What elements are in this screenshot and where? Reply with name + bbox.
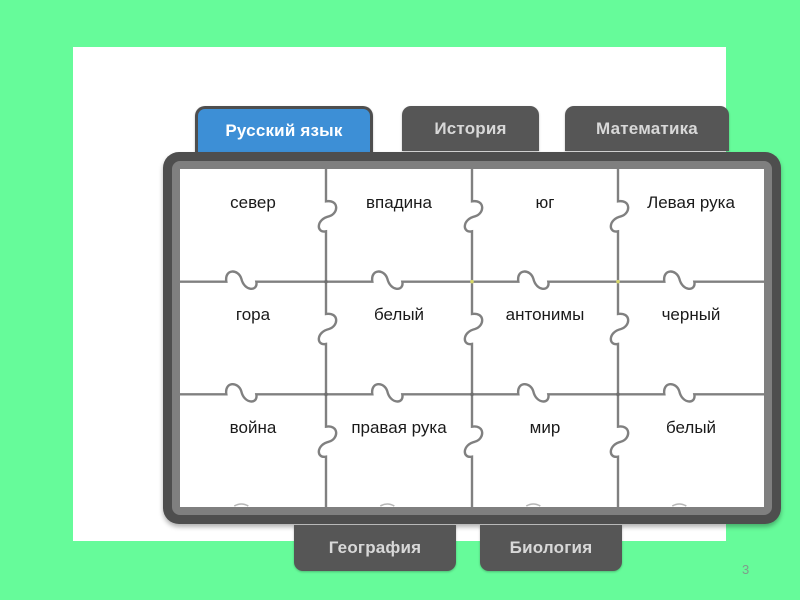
puzzle-separator bbox=[609, 169, 630, 283]
puzzle-separator bbox=[180, 383, 328, 403]
tab-history[interactable]: История bbox=[402, 106, 539, 151]
puzzle-joint-dot bbox=[616, 392, 620, 397]
puzzle-joint-dot bbox=[324, 279, 328, 284]
puzzle-separator bbox=[463, 169, 484, 283]
puzzle-separator bbox=[463, 393, 484, 507]
tab-label: Русский язык bbox=[225, 120, 343, 140]
puzzle-separator bbox=[470, 270, 620, 290]
puzzle-separator bbox=[324, 383, 474, 403]
puzzle-separator bbox=[609, 280, 630, 396]
tab-geography[interactable]: География bbox=[294, 525, 456, 571]
puzzle-separator bbox=[317, 169, 338, 283]
puzzle-joint-dot bbox=[616, 279, 620, 284]
tab-russian-language[interactable]: Русский язык bbox=[195, 106, 373, 152]
puzzle-grid-lines bbox=[180, 169, 764, 507]
tab-label: География bbox=[328, 538, 422, 557]
puzzle-edge-nub bbox=[525, 503, 541, 507]
tab-label: Биология bbox=[509, 538, 593, 557]
puzzle-separator bbox=[324, 270, 474, 290]
puzzle-separator bbox=[180, 270, 328, 290]
puzzle-separator bbox=[616, 383, 764, 403]
puzzle-edge-nub bbox=[233, 503, 249, 507]
puzzle-separator bbox=[317, 393, 338, 507]
puzzle-separator bbox=[463, 280, 484, 396]
puzzle-joint-dot bbox=[324, 392, 328, 397]
puzzle-joint-dot bbox=[470, 279, 474, 284]
puzzle-separator bbox=[317, 280, 338, 396]
puzzle-joint-dot bbox=[470, 392, 474, 397]
tab-label: Математика bbox=[596, 118, 698, 138]
puzzle-separator bbox=[470, 383, 620, 403]
puzzle-edge-nub bbox=[379, 503, 395, 507]
tab-mathematics[interactable]: Математика bbox=[565, 106, 729, 151]
puzzle-separator bbox=[616, 270, 764, 290]
tab-label: История bbox=[434, 118, 507, 138]
tab-biology[interactable]: Биология bbox=[480, 525, 622, 571]
puzzle-separator bbox=[609, 393, 630, 507]
page-number: 3 bbox=[742, 562, 750, 577]
puzzle-edge-nub bbox=[671, 503, 687, 507]
